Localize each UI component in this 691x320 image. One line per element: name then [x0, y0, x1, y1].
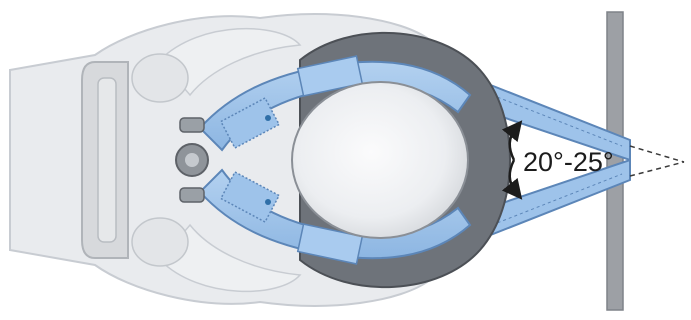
angle-guide-lines	[630, 146, 684, 176]
helmet	[292, 82, 468, 238]
handle-bar	[82, 62, 128, 258]
arrow-down-icon	[510, 160, 516, 192]
angle-label: 20°-25°	[523, 147, 614, 177]
arrow-up-icon	[510, 128, 516, 160]
